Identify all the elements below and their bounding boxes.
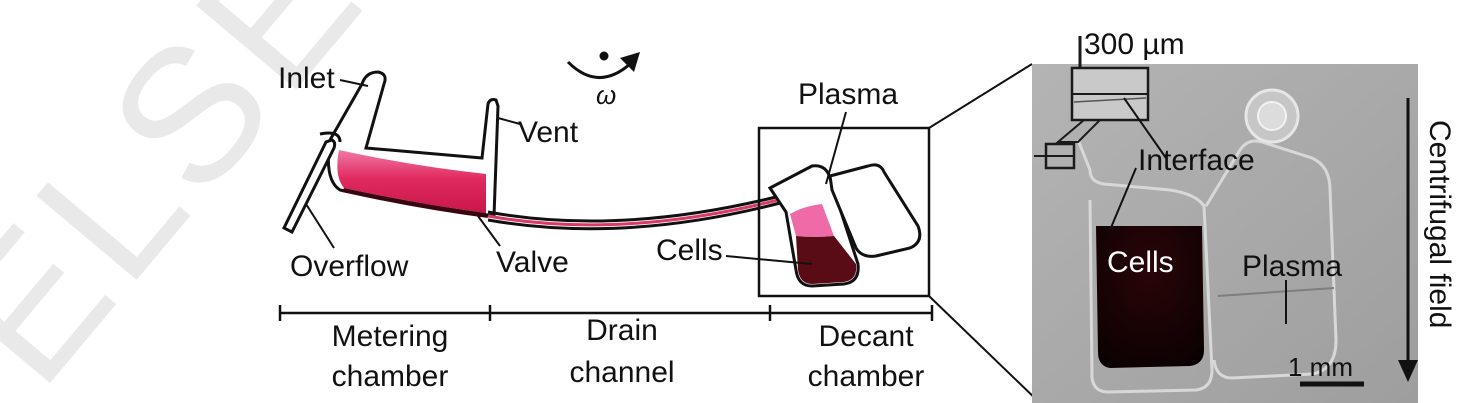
plasma-label: Plasma [798,78,898,111]
plasma-layer-fill [790,204,834,237]
drain-channel [487,194,785,231]
section-metering-line2: chamber [332,360,449,393]
centrifugal-arrow-icon [1398,360,1418,382]
photo-plasma-label: Plasma [1242,250,1342,283]
blood-fill [337,150,486,213]
schematic: ω [278,51,934,393]
section-decant-line2: chamber [808,360,925,393]
photo-inset-neck [1055,119,1101,143]
photo-cells-label: Cells [1107,246,1174,279]
mm-scale-label: 1 mm [1288,352,1353,382]
section-decant-line1: Decant [818,320,914,353]
overflow-label: Overflow [290,250,409,283]
rotation-arrow-icon [566,60,631,79]
micrograph-photo: 300 µm Interface Cells Plasma 1 mm [1032,28,1418,403]
plasma-chamber-outline [828,163,922,258]
section-ruler [278,305,934,321]
photo-port-inner [1257,101,1287,131]
section-drain-line1: Drain [586,314,658,347]
section-metering-line1: Metering [332,320,449,353]
omega-symbol: ω [596,80,616,110]
interface-label: Interface [1138,144,1255,177]
cells-layer-fill [796,236,857,284]
valve-label: Valve [496,246,569,279]
rotation-indicator: ω [566,51,640,110]
rotation-arrowhead-icon [620,52,640,72]
photo-leader-lines [1109,97,1287,324]
decant-highlight-box [757,126,931,298]
centrifugal-field-label: Centrifugal field [1423,120,1456,328]
scale-inset-label: 300 µm [1084,28,1185,61]
drain-channel-outline [487,194,785,231]
centrifugal-field-indicator: Centrifugal field [1398,98,1456,382]
zoom-connector [928,63,1041,403]
cells-label: Cells [656,234,723,267]
metering-chamber [326,70,500,218]
section-drain-line2: channel [569,356,674,389]
photo-left-chamber-outline [1076,139,1214,394]
vent-label: Vent [518,116,579,149]
photo-cells-region [1096,226,1204,368]
decant-chamber [767,163,922,288]
photo-plasma-interface [1217,287,1335,297]
photo-right-chamber-outline [1204,139,1338,380]
rotation-axis-dot [599,51,609,61]
blood-bottom-shadow [342,188,488,218]
drain-channel-fill [487,197,783,227]
inlet-label: Inlet [278,62,335,95]
leader-lines [305,79,847,265]
